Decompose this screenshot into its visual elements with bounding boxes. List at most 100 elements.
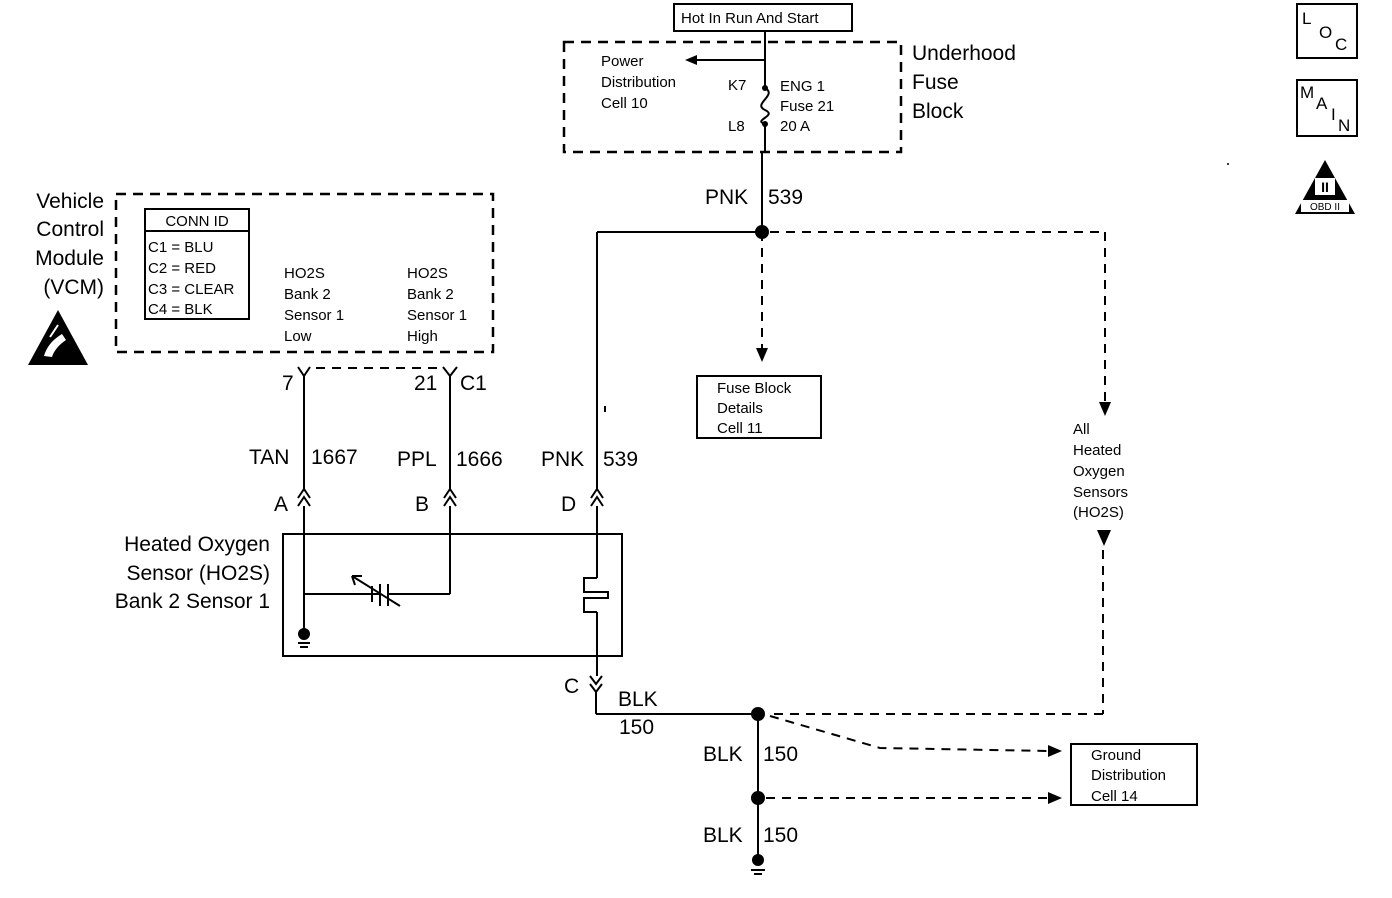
power-dist-arrow-head	[685, 55, 697, 65]
all-ho2s-line3: Oxygen	[1073, 463, 1125, 480]
blk-c-circuit: 150	[619, 716, 654, 739]
sensor-variable-arrow	[351, 575, 401, 607]
blk-bottom-circuit: 150	[763, 824, 798, 847]
pin-a-label: A	[274, 493, 288, 516]
ppl-color: PPL	[397, 448, 437, 471]
blk-mid-color: BLK	[703, 743, 743, 766]
vcm: Vehicle Control Module (VCM) CONN ID C1 …	[28, 190, 495, 395]
tan-circuit: 1667	[311, 446, 358, 469]
tan-color: TAN	[249, 446, 289, 469]
sensor-title-line2: Sensor (HO2S)	[126, 562, 270, 585]
pnk-top-color: PNK	[705, 186, 748, 209]
ground-dist-line3: Cell 14	[1091, 788, 1138, 805]
sensor-heater-element	[583, 577, 609, 613]
main-icon[interactable]	[1296, 79, 1358, 137]
loc-button[interactable]: L O C	[1296, 3, 1358, 59]
pin-b-connector	[443, 487, 457, 507]
sensor-title-line3: Bank 2 Sensor 1	[115, 590, 270, 613]
ppl-circuit: 1666	[456, 448, 503, 471]
ho2s-low-line1: HO2S	[284, 265, 325, 282]
fuse-block-outline	[562, 40, 903, 154]
obd-ii-button[interactable]: II OBD II	[1295, 160, 1355, 214]
ho2s-high-line2: Bank 2	[407, 286, 454, 303]
ho2s-low-line3: Sensor 1	[284, 307, 344, 324]
conn-id-c2: C2 = RED	[148, 260, 216, 277]
power-dist-line3: Cell 10	[601, 95, 648, 112]
pnk-top-circuit: 539	[768, 186, 803, 209]
loc-letter-c: C	[1335, 35, 1347, 54]
hot-in-run-start-box	[673, 3, 853, 32]
main-letter-m: M	[1300, 83, 1314, 102]
ground-dist-box	[1070, 743, 1198, 806]
pnk-d-color: PNK	[541, 448, 584, 471]
fuse-line3: 20 A	[780, 118, 810, 135]
pin-c-label: C	[564, 675, 579, 698]
sensor-body	[282, 533, 623, 657]
conn-id-c3: C3 = CLEAR	[148, 281, 234, 298]
loc-letter-l: L	[1302, 9, 1311, 28]
k7-label: K7	[728, 77, 746, 94]
power-dist-line1: Power	[601, 53, 644, 70]
ground-dist-line2: Distribution	[1091, 767, 1166, 784]
all-ho2s-line4: Sensors	[1073, 484, 1128, 501]
fuse-line2: Fuse 21	[780, 98, 834, 115]
sensor-title-line1: Heated Oxygen	[124, 533, 270, 556]
vcm-title-line1: Vehicle	[36, 190, 104, 213]
ho2s-sensor: Heated Oxygen Sensor (HO2S) Bank 2 Senso…	[115, 487, 623, 698]
fuse-block-title-line3: Block	[912, 100, 964, 123]
ho2s-low-line4: Low	[284, 328, 312, 345]
fuse-block-title-line2: Fuse	[912, 71, 959, 94]
dash-to-ground-dist-top	[769, 715, 1049, 752]
main-letter-i: I	[1331, 105, 1336, 124]
conn-id-box	[144, 208, 250, 320]
blk-mid-circuit: 150	[763, 743, 798, 766]
blk-c-color: BLK	[618, 688, 658, 711]
main-button[interactable]: M A I N	[1296, 79, 1358, 137]
underhood-fuse-block: Hot In Run And Start Underhood Fuse Bloc…	[562, 3, 1016, 154]
loc-letter-o: O	[1319, 23, 1332, 42]
blk-bottom-color: BLK	[703, 824, 743, 847]
sensor-internal-ground	[298, 628, 310, 640]
loc-icon[interactable]	[1296, 3, 1358, 59]
ground-circuit: BLK 150 BLK 150 BLK 150	[595, 688, 1062, 875]
pnk-d-circuit: 539	[603, 448, 638, 471]
hot-in-run-start-label: Hot In Run And Start	[681, 10, 819, 27]
signal-wires: TAN 1667 PPL 1666 PNK 539	[249, 376, 638, 490]
conn-id-c1: C1 = BLU	[148, 239, 213, 256]
all-ho2s-line2: Heated	[1073, 442, 1121, 459]
fuse-block-title-line1: Underhood	[912, 42, 1016, 65]
fuse-line1: ENG 1	[780, 78, 825, 95]
conn-id-c4: C4 = BLK	[148, 301, 213, 318]
main-letter-a: A	[1316, 94, 1328, 113]
pin-d-connector	[590, 487, 604, 507]
main-letter-n: N	[1338, 116, 1350, 135]
fuse-block-details-ref: Fuse Block Details Cell 11	[696, 375, 822, 439]
esd-sensitive-icon	[28, 310, 88, 365]
ho2s-high-line1: HO2S	[407, 265, 448, 282]
all-ho2s-line1: All	[1073, 421, 1090, 438]
all-ho2s-ground-arrow	[1097, 530, 1111, 546]
all-ho2s-ref: All Heated Oxygen Sensors (HO2S)	[768, 421, 1128, 715]
fuse-details-line3: Cell 11	[717, 420, 763, 437]
fuse-details-arrow	[756, 348, 768, 362]
vcm-title-line3: Module	[35, 247, 104, 270]
pin-21-label: 21	[414, 372, 437, 395]
vcm-outline	[114, 192, 495, 354]
pin-7-label: 7	[282, 372, 294, 395]
fuse-21-symbol	[760, 87, 770, 125]
ho2s-high-line3: Sensor 1	[407, 307, 467, 324]
pin-c-connector	[589, 675, 603, 694]
obd-label: OBD II	[1310, 202, 1340, 213]
pin-d-label: D	[561, 493, 576, 516]
ho2s-low-line2: Bank 2	[284, 286, 331, 303]
conn-id-title: CONN ID	[165, 213, 229, 230]
ho2s-high-line4: High	[407, 328, 438, 345]
vcm-title-line2: Control	[36, 218, 104, 241]
chassis-ground	[752, 854, 764, 866]
pin-21-connector	[442, 366, 458, 378]
vcm-title-line4: (VCM)	[43, 276, 104, 299]
pin-b-label: B	[415, 493, 429, 516]
fuse-details-line1: Fuse Block	[717, 380, 792, 397]
all-ho2s-arrow	[1099, 402, 1111, 416]
